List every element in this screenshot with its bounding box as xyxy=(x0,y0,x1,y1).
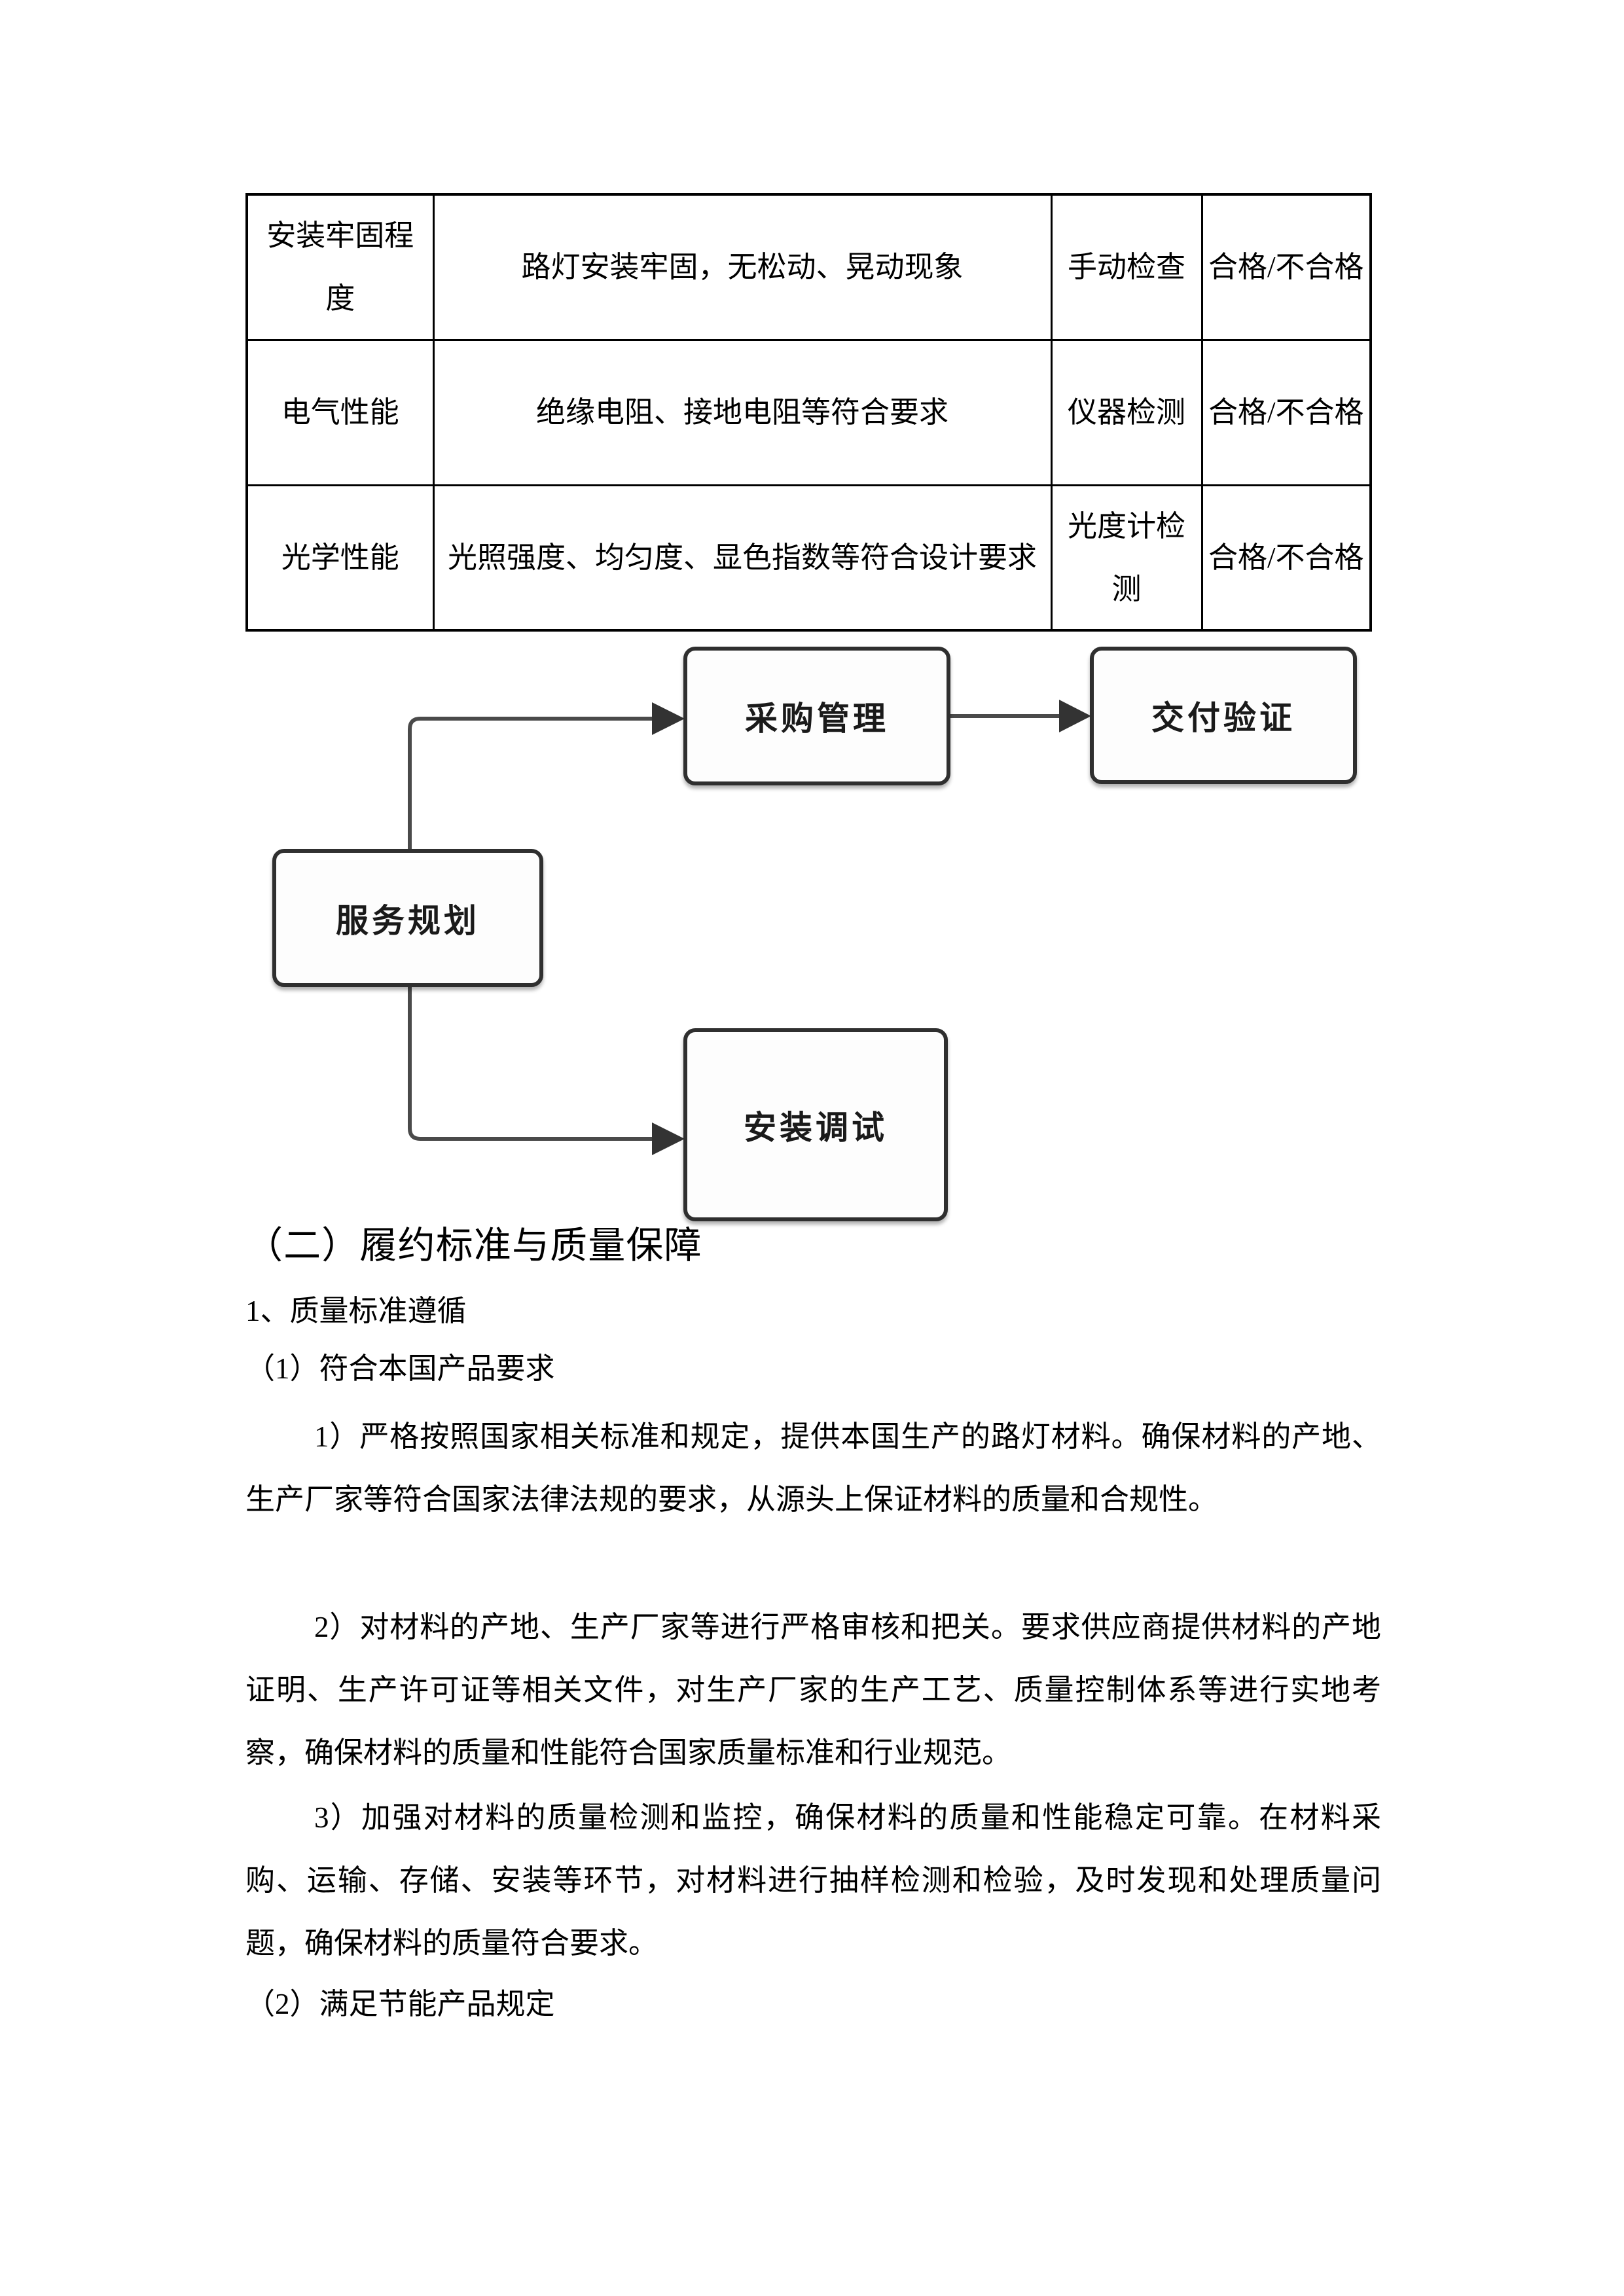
cell-result: 合格/不合格 xyxy=(1200,484,1372,632)
edge-planning-install xyxy=(408,986,652,1141)
flow-node-label: 服务规划 xyxy=(336,902,480,939)
table-row: 光学性能 光照强度、均匀度、显色指数等符合设计要求 光度计检测 合格/不合格 xyxy=(245,484,1372,632)
cell-requirement: 光照强度、均匀度、显色指数等符合设计要求 xyxy=(432,484,1053,632)
flow-node-install: 安装调试 xyxy=(683,1028,948,1221)
cell-result: 合格/不合格 xyxy=(1200,338,1372,486)
paragraph-1: 1）严格按照国家相关标准和规定，提供本国生产的路灯材料。确保材料的产地、生产厂家… xyxy=(245,1420,1381,1516)
flow-node-label: 交付验证 xyxy=(1151,700,1295,736)
cell-method: 光度计检测 xyxy=(1050,484,1203,632)
arrowhead-icon xyxy=(1059,700,1091,732)
cell-method: 仪器检测 xyxy=(1050,338,1203,486)
cell-item: 安装牢固程度 xyxy=(245,193,435,341)
arrowhead-icon xyxy=(652,1122,685,1155)
section-heading: （二）履约标准与质量保障 xyxy=(245,1225,702,1266)
flow-node-planning: 服务规划 xyxy=(272,849,543,987)
cell-requirement: 路灯安装牢固，无松动、晃动现象 xyxy=(432,193,1053,341)
subsection-1-2: （2）满足节能产品规定 xyxy=(245,1988,555,2020)
table-row: 电气性能 绝缘电阻、接地电阻等符合要求 仪器检测 合格/不合格 xyxy=(245,338,1372,486)
flow-node-delivery: 交付验证 xyxy=(1090,647,1357,784)
subsection-1-1: （1）符合本国产品要求 xyxy=(245,1352,555,1385)
arrowhead-icon xyxy=(652,702,685,735)
paragraph-3: 3）加强对材料的质量检测和监控，确保材料的质量和性能稳定可靠。在材料采购、运输、… xyxy=(245,1801,1381,1960)
paragraph-2: 2）对材料的产地、生产厂家等进行严格审核和把关。要求供应商提供材料的产地证明、生… xyxy=(245,1611,1381,1769)
quality-check-table: 安装牢固程度 路灯安装牢固，无松动、晃动现象 手动检查 合格/不合格 电气性能 … xyxy=(245,193,1372,632)
flow-node-procurement: 采购管理 xyxy=(683,647,950,785)
cell-item: 电气性能 xyxy=(245,338,435,486)
cell-method: 手动检查 xyxy=(1050,193,1203,341)
table-row: 安装牢固程度 路灯安装牢固，无松动、晃动现象 手动检查 合格/不合格 xyxy=(245,193,1372,341)
subsection-1: 1、质量标准遵循 xyxy=(245,1295,467,1327)
flow-node-label: 安装调试 xyxy=(744,1109,888,1146)
edge-planning-procurement xyxy=(408,717,652,851)
cell-result: 合格/不合格 xyxy=(1200,193,1372,341)
cell-requirement: 绝缘电阻、接地电阻等符合要求 xyxy=(432,338,1053,486)
flow-node-label: 采购管理 xyxy=(745,700,889,737)
cell-item: 光学性能 xyxy=(245,484,435,632)
